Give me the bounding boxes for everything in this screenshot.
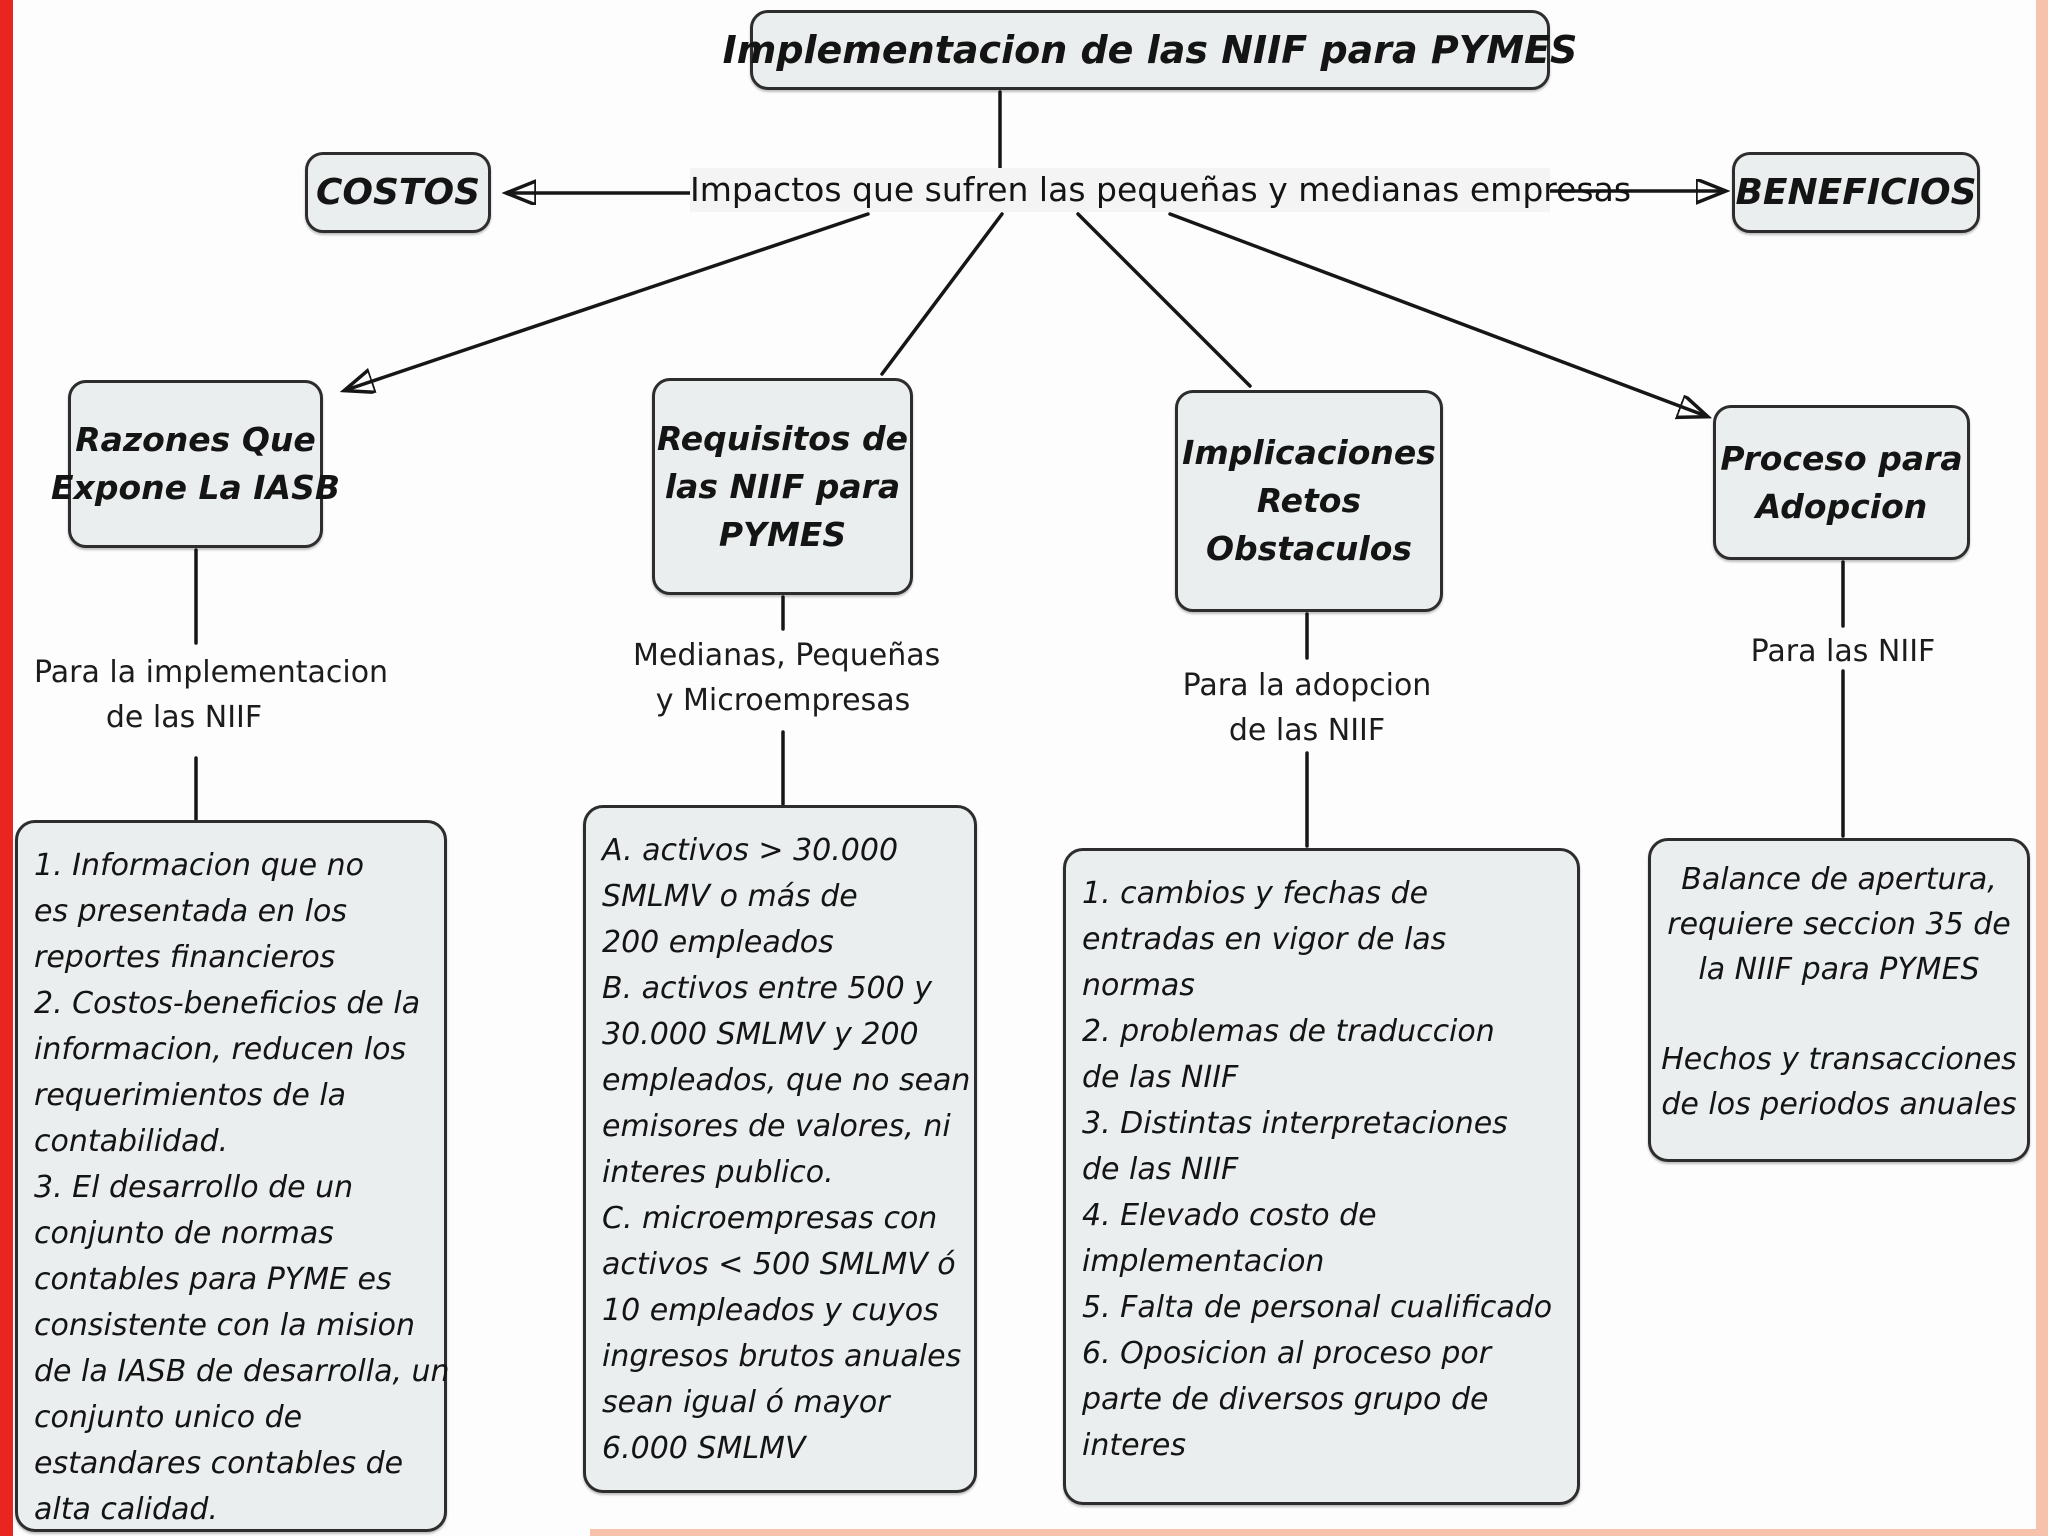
proceso-header-node: Proceso para Adopcion — [1713, 405, 1970, 560]
razones-header-label: Razones Que Expone La IASB — [51, 420, 341, 507]
arrow-to-razones — [346, 212, 870, 390]
title-label: Implementacion de las NIIF para PYMES — [722, 28, 1578, 72]
implicaciones-detail-text: 1. cambios y fechas de entradas en vigor… — [1082, 876, 1553, 1463]
implicaciones-header-node: Implicaciones Retos Obstaculos — [1175, 390, 1443, 612]
costos-label: COSTOS — [315, 172, 481, 213]
left-red-border-strip — [0, 0, 13, 1536]
beneficios-node: BENEFICIOS — [1732, 152, 1980, 233]
proceso-linking-phrase: Para las NIIF — [1750, 634, 1936, 669]
implicaciones-linking-phrase: Para la adopcion de las NIIF — [1182, 668, 1432, 748]
requisitos-detail-text: A. activos > 30.000 SMLMV o más de 200 e… — [602, 833, 971, 1466]
razones-detail-node: 1. Informacion que no es presentada en l… — [15, 820, 450, 1532]
proceso-detail-text: Balance de apertura, requiere seccion 35… — [1661, 862, 2017, 1122]
line-to-implicaciones — [1076, 212, 1252, 388]
implicaciones-detail-node: 1. cambios y fechas de entradas en vigor… — [1063, 848, 1580, 1505]
right-pink-border-strip — [2036, 0, 2048, 1536]
razones-detail-text: 1. Informacion que no es presentada en l… — [34, 848, 450, 1527]
arrow-to-proceso — [1168, 212, 1706, 416]
title-node: Implementacion de las NIIF para PYMES — [723, 10, 1577, 90]
impact-linking-phrase: Impactos que sufren las pequeñas y media… — [690, 168, 1631, 212]
razones-linking-phrase: Para la implementacion de las NIIF — [34, 655, 389, 735]
razones-header-node: Razones Que Expone La IASB — [51, 380, 340, 548]
requisitos-linking-phrase: Medianas, Pequeñas y Microempresas — [633, 638, 941, 718]
requisitos-header-node: Requisitos de las NIIF para PYMES — [652, 378, 913, 595]
proceso-header-label: Proceso para Adopcion — [1720, 438, 1963, 526]
beneficios-label: BENEFICIOS — [1735, 172, 1977, 213]
requisitos-header-label: Requisitos de las NIIF para PYMES — [656, 418, 909, 554]
bottom-pink-border-strip — [590, 1529, 2048, 1536]
proceso-detail-node: Balance de apertura, requiere seccion 35… — [1648, 838, 2030, 1162]
requisitos-detail-node: A. activos > 30.000 SMLMV o más de 200 e… — [583, 805, 977, 1493]
costos-node: COSTOS — [305, 152, 491, 233]
implicaciones-header-label: Implicaciones Retos Obstaculos — [1182, 433, 1436, 568]
line-to-requisitos — [880, 212, 1004, 376]
